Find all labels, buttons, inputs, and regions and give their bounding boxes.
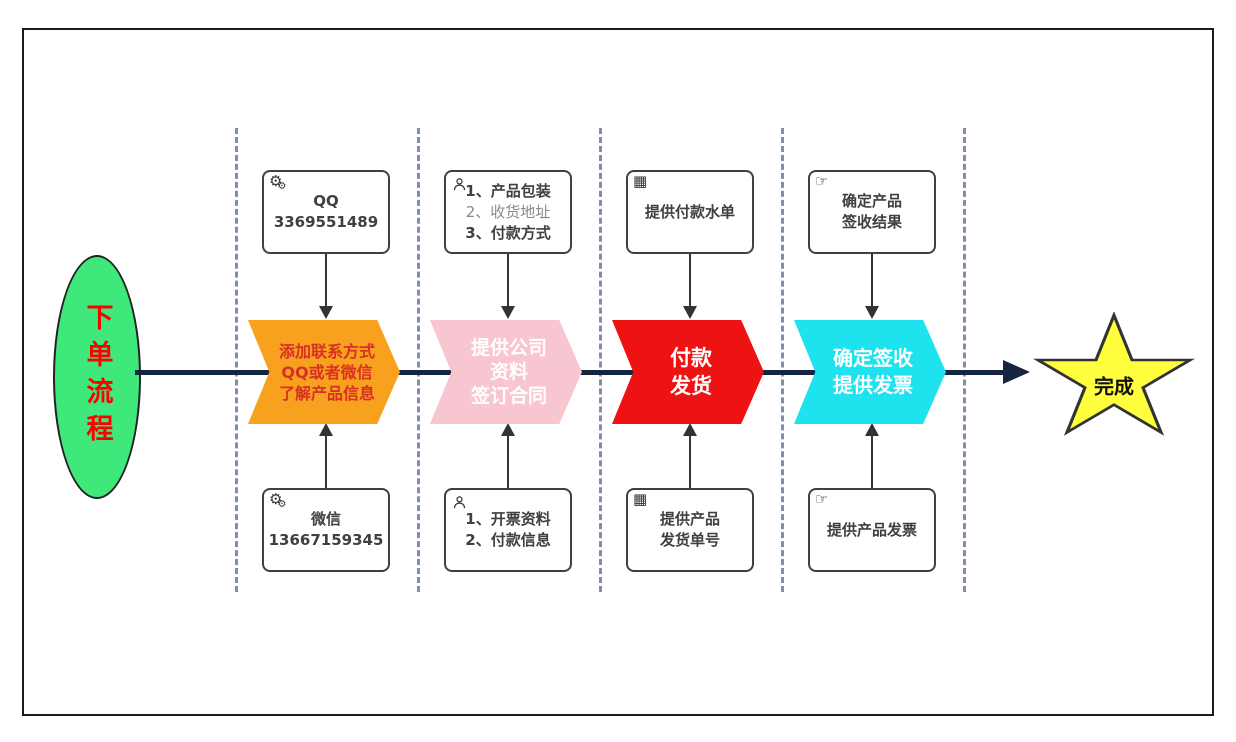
note-line: 2、付款信息: [465, 531, 551, 549]
note-line: 3369551489: [273, 213, 379, 231]
connector-line: [325, 436, 327, 488]
chevron-sign-contract: 提供公司 资料 签订合同: [430, 320, 582, 424]
note-box-receipt-result: ☞ 确定产品 签收结果: [808, 170, 936, 254]
stage-contact: ⚙⚙ QQ 3369551489 添加联系方式 QQ或者微信 了解产品信息 ⚙⚙…: [235, 0, 417, 742]
hand-icon: ☞: [815, 172, 829, 190]
note-line: 确定产品: [841, 192, 902, 210]
stage-payment-ship: ▦ 提供付款水单 付款 发货 ▦ 提供产品 发货单号: [599, 0, 781, 742]
dashed-separator-3: [599, 128, 602, 592]
chevron-line: 提供发票: [833, 373, 913, 397]
note-line: 2、收货地址: [465, 202, 551, 221]
note-line: 提供产品: [659, 510, 720, 528]
chevron-line: 签订合同: [470, 385, 547, 407]
connector-line: [507, 436, 509, 488]
main-flow-arrowhead-icon: [1003, 360, 1030, 384]
dashed-separator-2: [417, 128, 420, 592]
start-node: 下单流程: [53, 255, 141, 499]
connector-line: [325, 254, 327, 306]
note-line: 3、付款方式: [465, 223, 551, 242]
chevron-payment-ship: 付款 发货: [612, 320, 764, 424]
finish-label: 完成: [1094, 374, 1134, 399]
chevron-confirm-receipt: 确定签收 提供发票: [794, 320, 946, 424]
note-line: 发货单号: [659, 531, 720, 549]
note-line: 提供产品发票: [826, 520, 917, 539]
arrow-down-icon: [683, 306, 697, 319]
chevron-line: 提供公司: [470, 337, 547, 359]
note-box-wechat: ⚙⚙ 微信 13667159345: [262, 488, 390, 572]
arrow-up-icon: [683, 423, 697, 436]
note-box-qq: ⚙⚙ QQ 3369551489: [262, 170, 390, 254]
dashed-separator-4: [781, 128, 784, 592]
note-line: 提供付款水单: [644, 202, 735, 221]
arrow-up-icon: [865, 423, 879, 436]
start-label: 下单流程: [81, 303, 113, 451]
connector-line: [689, 436, 691, 488]
chevron-line: 添加联系方式: [278, 341, 375, 361]
chevron-line: 了解产品信息: [278, 383, 375, 403]
note-box-order-info: 1、产品包装 2、收货地址 3、付款方式: [444, 170, 572, 254]
arrow-up-icon: [501, 423, 515, 436]
chevron-line: QQ或者微信: [281, 362, 373, 382]
gears-icon: ⚙⚙: [269, 172, 287, 192]
note-line: 1、开票资料: [465, 510, 551, 528]
arrow-down-icon: [501, 306, 515, 319]
table-icon: ▦: [633, 490, 648, 508]
connector-line: [871, 436, 873, 488]
finish-node: 完成: [1030, 312, 1198, 448]
arrow-down-icon: [865, 306, 879, 319]
hand-icon: ☞: [815, 490, 829, 508]
connector-line: [689, 254, 691, 306]
note-line: 13667159345: [268, 531, 384, 549]
note-box-product-invoice: ☞ 提供产品发票: [808, 488, 936, 572]
table-icon: ▦: [633, 172, 648, 190]
note-line: 微信: [310, 510, 341, 528]
arrow-up-icon: [319, 423, 333, 436]
arrow-down-icon: [319, 306, 333, 319]
star-icon: [1032, 312, 1196, 436]
chevron-line: 资料: [489, 361, 528, 383]
note-line: QQ: [313, 192, 339, 210]
person-icon: [452, 495, 467, 513]
dashed-separator-5: [963, 128, 966, 592]
chevron-line: 确定签收: [833, 346, 913, 370]
connector-line: [871, 254, 873, 306]
note-box-payment-slip: ▦ 提供付款水单: [626, 170, 754, 254]
note-box-invoice-info: 1、开票资料 2、付款信息: [444, 488, 572, 572]
person-icon: [452, 177, 467, 195]
chevron-add-contact: 添加联系方式 QQ或者微信 了解产品信息: [248, 320, 400, 424]
note-box-shipping-number: ▦ 提供产品 发货单号: [626, 488, 754, 572]
note-line: 1、产品包装: [465, 181, 551, 200]
chevron-line: 发货: [670, 374, 712, 398]
stage-receipt-invoice: ☞ 确定产品 签收结果 确定签收 提供发票 ☞ 提供产品发票: [781, 0, 963, 742]
dashed-separator-1: [235, 128, 238, 592]
gears-icon: ⚙⚙: [269, 490, 287, 510]
chevron-line: 付款: [670, 346, 712, 370]
note-line: 签收结果: [841, 213, 902, 231]
stage-company-info: 1、产品包装 2、收货地址 3、付款方式 提供公司 资料 签订合同 1、开票资料…: [417, 0, 599, 742]
connector-line: [507, 254, 509, 306]
